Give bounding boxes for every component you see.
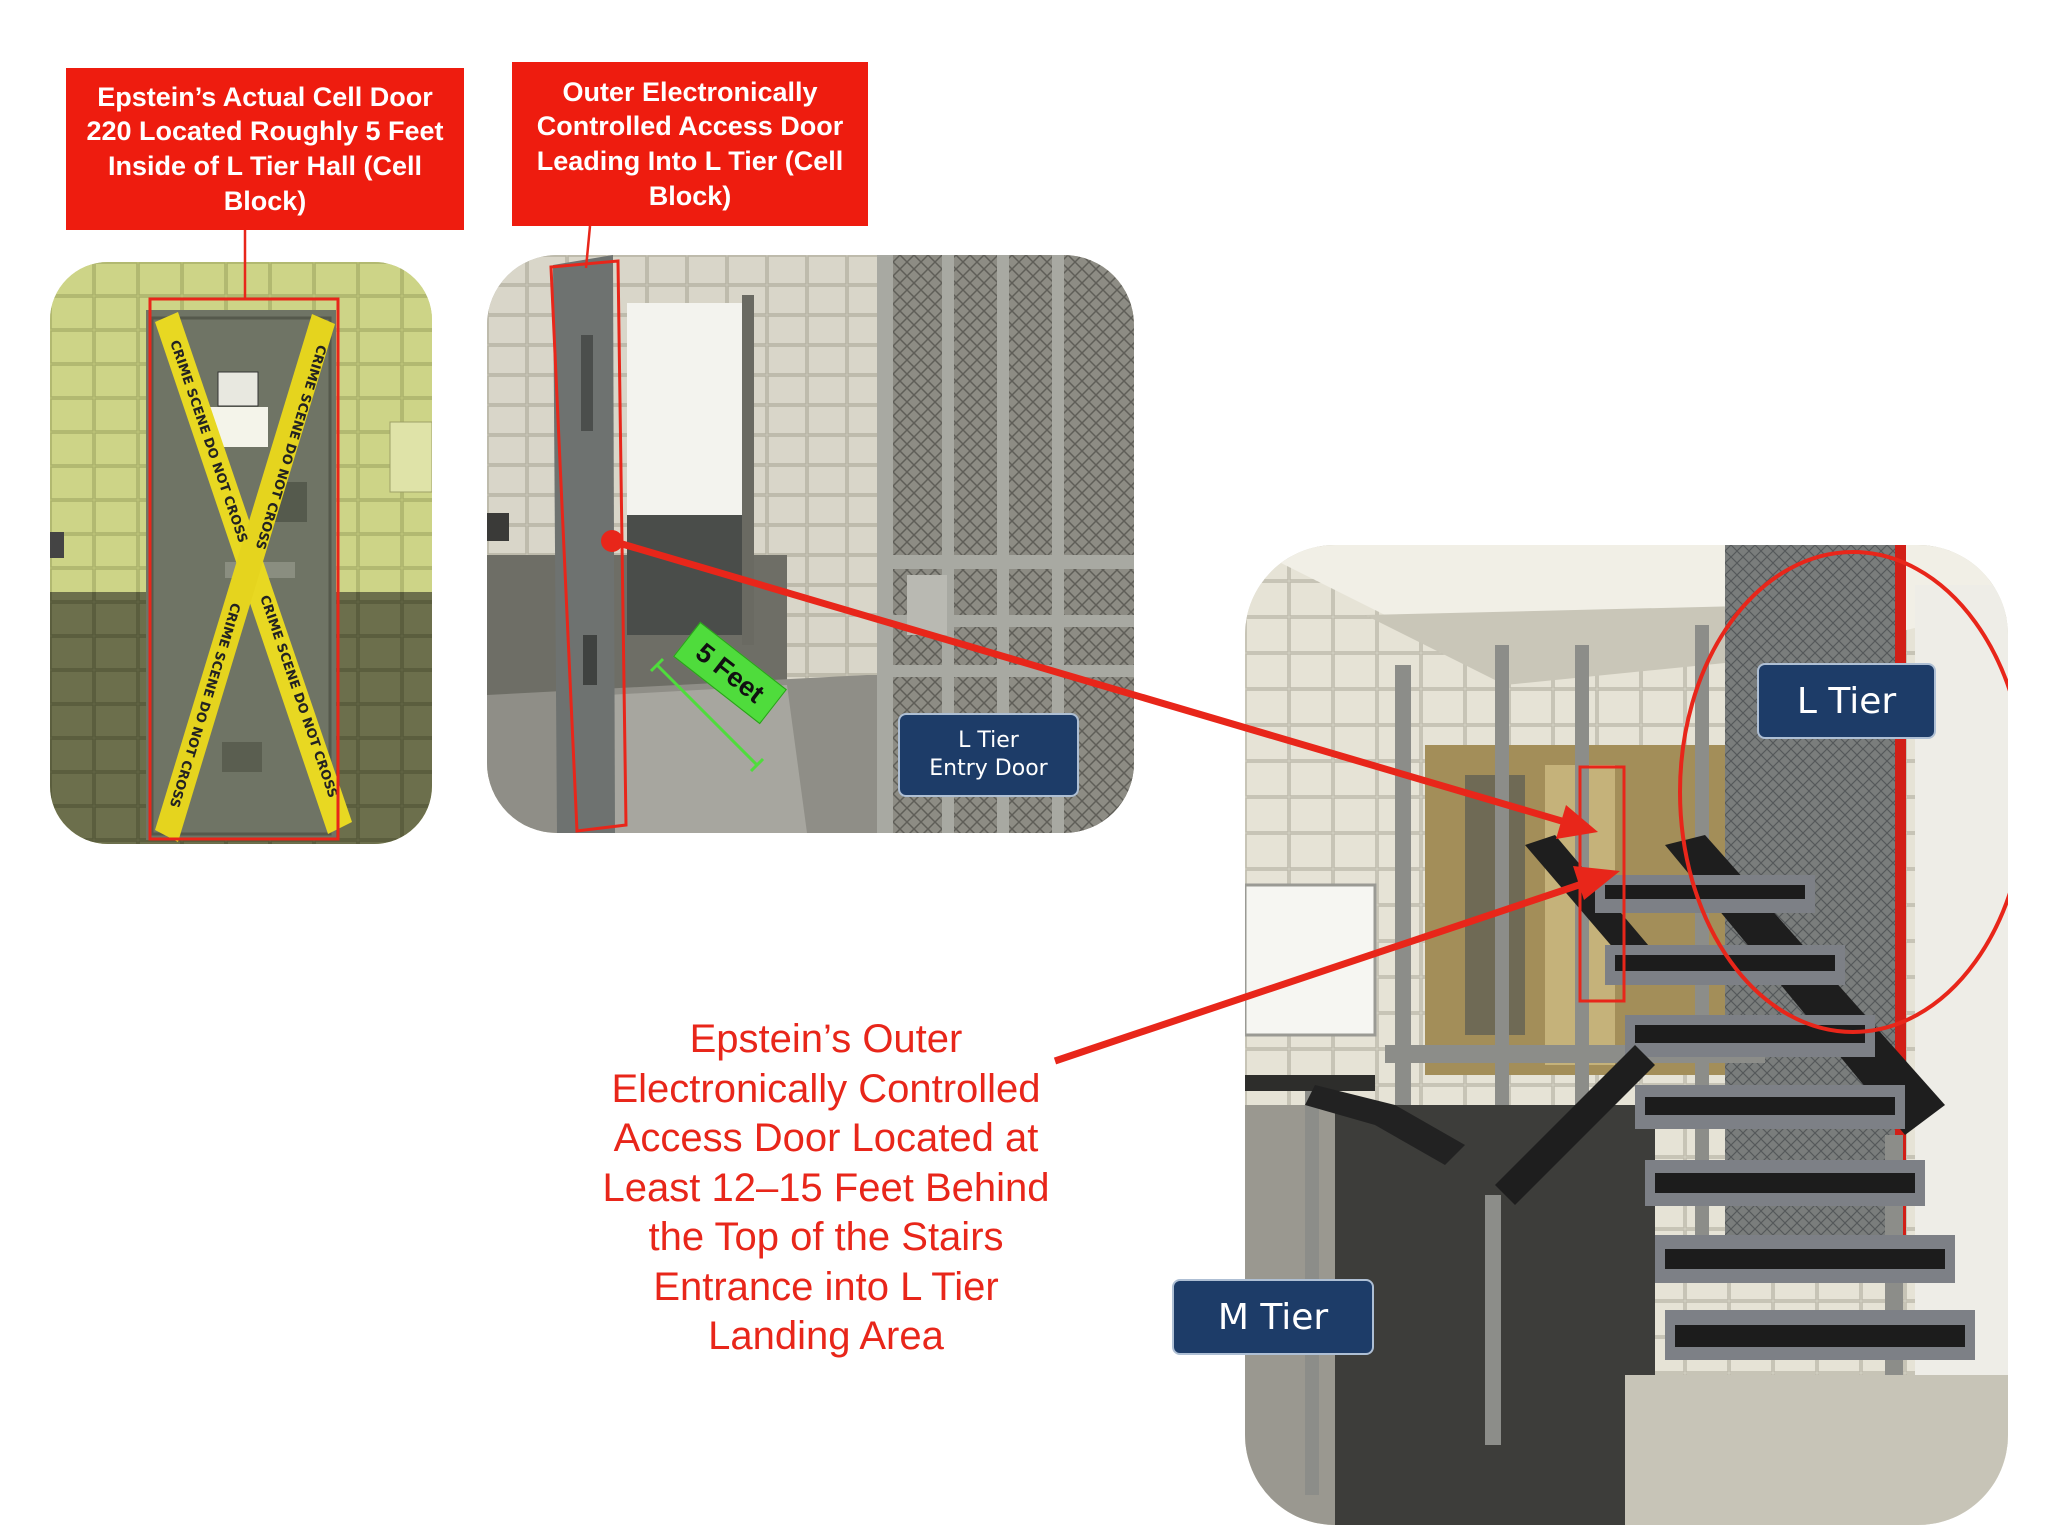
l-tier-entry-line1: L Tier [958, 728, 1019, 753]
l-tier-entry-line2: Entry Door [929, 756, 1048, 781]
outer-door-photo [487, 255, 1134, 833]
outer-door-label-text: Outer Electronically Controlled Access D… [536, 76, 844, 211]
outer-door-connector [584, 225, 592, 269]
cell-door-photo: CRIME SCENE DO NOT CROSS CRIME SCENE DO … [50, 262, 432, 844]
cell-door-label: Epstein’s Actual Cell Door 220 Located R… [66, 68, 464, 230]
l-tier-badge-text: L Tier [1796, 680, 1897, 722]
m-tier-badge-text: M Tier [1217, 1296, 1329, 1338]
l-tier-entry-badge: L Tier Entry Door [898, 713, 1079, 797]
outer-door-label: Outer Electronically Controlled Access D… [512, 62, 868, 226]
cell-door-label-text: Epstein’s Actual Cell Door 220 Located R… [86, 81, 444, 216]
annotation-text: Epstein’s Outer Electronically Controlle… [600, 1015, 1052, 1362]
outer-door-photo-art [487, 255, 1134, 833]
l-tier-badge: L Tier [1757, 663, 1936, 739]
arrow-right-icon [601, 530, 1598, 839]
m-tier-badge: M Tier [1172, 1279, 1374, 1355]
cell-door-photo-art: CRIME SCENE DO NOT CROSS CRIME SCENE DO … [50, 262, 432, 844]
staircase-photo [1245, 545, 2008, 1525]
annotation-text-content: Epstein’s Outer Electronically Controlle… [602, 1017, 1050, 1358]
arrow-up-right-icon [1053, 866, 1620, 1065]
